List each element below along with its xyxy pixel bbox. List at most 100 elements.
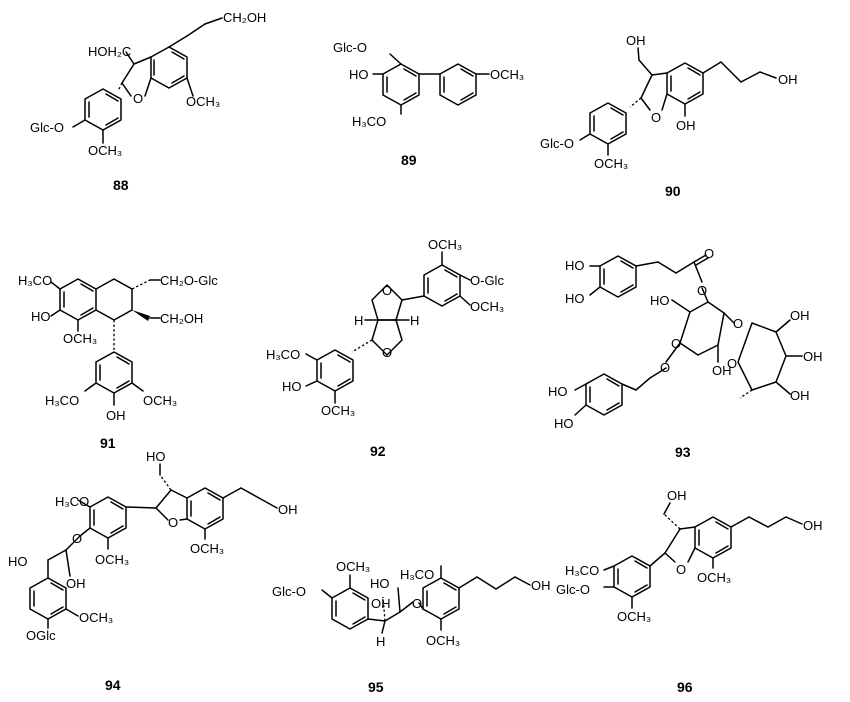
- compound-94: H₃CO HO O OH O OCH₃ OCH₃ HO OH OCH₃ OGlc…: [8, 449, 298, 693]
- aryl-ring-94b: [29, 577, 67, 620]
- phenethyl-ring-93: [585, 373, 623, 416]
- och3-a-label-96: OCH₃: [697, 570, 731, 585]
- och3-b-label-96: OCH₃: [617, 609, 651, 624]
- oh-chain-label-95: OH: [531, 578, 551, 593]
- rhamnose-ring-93: [737, 322, 787, 391]
- glc-o-label-95: Glc-O: [272, 584, 306, 599]
- aryl-ring-88: [84, 88, 122, 131]
- och3-a-label-95: OCH₃: [336, 559, 370, 574]
- och3-right-label-92: OCH₃: [470, 299, 504, 314]
- oh-label-95: OH: [371, 596, 391, 611]
- aryl-ring-89a: [382, 63, 420, 106]
- compound-number-92: 92: [370, 443, 386, 459]
- oh-top-label-90: OH: [626, 33, 646, 48]
- lower-aryl-ring-92: [316, 349, 354, 392]
- aryl-ring-90: [589, 102, 627, 145]
- oh-rha3-label-93: OH: [790, 388, 810, 403]
- compound-number-88: 88: [113, 177, 129, 193]
- aryl-ring-95a: [331, 587, 369, 630]
- oglc-label-94: OGlc: [26, 628, 56, 643]
- och3-label-88b: OCH₃: [88, 143, 122, 158]
- ho-bot2-label-93: HO: [554, 416, 574, 431]
- ho-label-95: HO: [370, 576, 390, 591]
- ho-top-label-94: HO: [146, 449, 166, 464]
- h-label-95: H: [376, 634, 385, 649]
- ester-o-label-93: O: [697, 283, 707, 298]
- h3co-top-label-91: H₃CO: [18, 273, 52, 288]
- compound-number-89: 89: [401, 152, 417, 168]
- ch2oh-label-88: CH₂OH: [223, 10, 266, 25]
- benzene-ring-88: [150, 46, 188, 89]
- glc-o-label-88: Glc-O: [30, 120, 64, 135]
- ring-o-label-90: O: [651, 110, 661, 125]
- h3co-label-92: H₃CO: [266, 347, 300, 362]
- glc-o-label-89: Glc-O: [333, 40, 367, 55]
- compound-number-94: 94: [105, 677, 121, 693]
- compound-96: OH OH H₃CO O OCH₃ Glc-O OCH₃ 96: [556, 488, 823, 695]
- compound-number-95: 95: [368, 679, 384, 695]
- och3-c-label-94: OCH₃: [79, 610, 113, 625]
- h3co-label-96: H₃CO: [565, 563, 599, 578]
- och3-bottom-label-92: OCH₃: [321, 403, 355, 418]
- benzene-ring-96: [694, 516, 732, 559]
- lower-furan-ring-92: [371, 319, 403, 356]
- compound-95: OCH₃ Glc-O HO H₃CO OH O OH H OCH₃ 95: [272, 559, 551, 695]
- upper-aryl-ring-92: [423, 264, 461, 307]
- oh-chain-label-96: OH: [803, 518, 823, 533]
- oh-chain-label-94: OH: [278, 502, 298, 517]
- aryl-ring-89b: [439, 63, 477, 106]
- compound-90: OH OH O OH Glc-O OCH₃ 90: [540, 33, 798, 199]
- compound-number-91: 91: [100, 435, 116, 451]
- glc-ring-o-label-93: O: [671, 336, 681, 351]
- h-left-label-92: H: [354, 313, 363, 328]
- glyco-o-label-93: O: [733, 316, 743, 331]
- och3-b-label-94: OCH₃: [190, 541, 224, 556]
- och3-top-label-92: OCH₃: [428, 237, 462, 252]
- compound-number-93: 93: [675, 444, 691, 460]
- och3-mid-label-91: OCH₃: [63, 331, 97, 346]
- oh-bottom-label-91: OH: [106, 408, 126, 423]
- ring-o-bottom-label-92: O: [382, 345, 392, 360]
- och3-b-label-95: OCH₃: [426, 633, 460, 648]
- glc-o-label-96: Glc-O: [556, 582, 590, 597]
- rha-ring-o-label-93: O: [727, 356, 737, 371]
- compound-92: OCH₃ O-Glc OCH₃ O H H O H₃CO HO OCH₃ 92: [266, 237, 504, 459]
- ring-o-top-label-92: O: [382, 283, 392, 298]
- h3co-label-95: H₃CO: [400, 567, 434, 582]
- oh-glc-label-93: OH: [712, 363, 732, 378]
- benzene-ring-94: [186, 487, 224, 530]
- o-glc-label-92: O-Glc: [470, 273, 504, 288]
- h3co-label-94: H₃CO: [55, 494, 89, 509]
- link-o-label-93: O: [660, 360, 670, 375]
- caffeoyl-ring-93: [599, 255, 637, 298]
- ho-label-91: HO: [31, 309, 51, 324]
- ho-top1-label-93: HO: [565, 258, 585, 273]
- ho-label-89: HO: [349, 67, 369, 82]
- oh-top-label-96: OH: [667, 488, 687, 503]
- ether-o-label-95: O: [412, 596, 422, 611]
- ring-o-label-94: O: [168, 515, 178, 530]
- aryl-ring-96: [613, 555, 651, 598]
- compound-number-96: 96: [677, 679, 693, 695]
- aryl-ring-95b: [422, 577, 460, 620]
- och3-a-label-94: OCH₃: [95, 552, 129, 567]
- ho-ch2-label-93: HO: [650, 293, 670, 308]
- h-right-label-92: H: [410, 313, 419, 328]
- ho-label-92: HO: [282, 379, 302, 394]
- och3-label-89: OCH₃: [490, 67, 524, 82]
- ring-o-label-96: O: [676, 562, 686, 577]
- och3-bottom-label-91: OCH₃: [143, 393, 177, 408]
- oh-rha2-label-93: OH: [803, 349, 823, 364]
- ho-side-label-94: HO: [8, 554, 28, 569]
- compound-91: H₃CO CH₂O-Glc HO CH₂OH OCH₃ H₃CO OCH₃ OH…: [18, 273, 218, 451]
- ho-top2-label-93: HO: [565, 291, 585, 306]
- lower-aryl-ring-91: [95, 351, 133, 394]
- glc-o-label-90: Glc-O: [540, 136, 574, 151]
- aryl-ring-94a: [89, 496, 127, 539]
- oh-chain-label-90: OH: [778, 72, 798, 87]
- aryl-ring-91: [59, 278, 97, 321]
- carbonyl-o-label-93: O: [704, 246, 714, 261]
- och3-label-88a: OCH₃: [186, 94, 220, 109]
- oh-ring-label-90: OH: [676, 118, 696, 133]
